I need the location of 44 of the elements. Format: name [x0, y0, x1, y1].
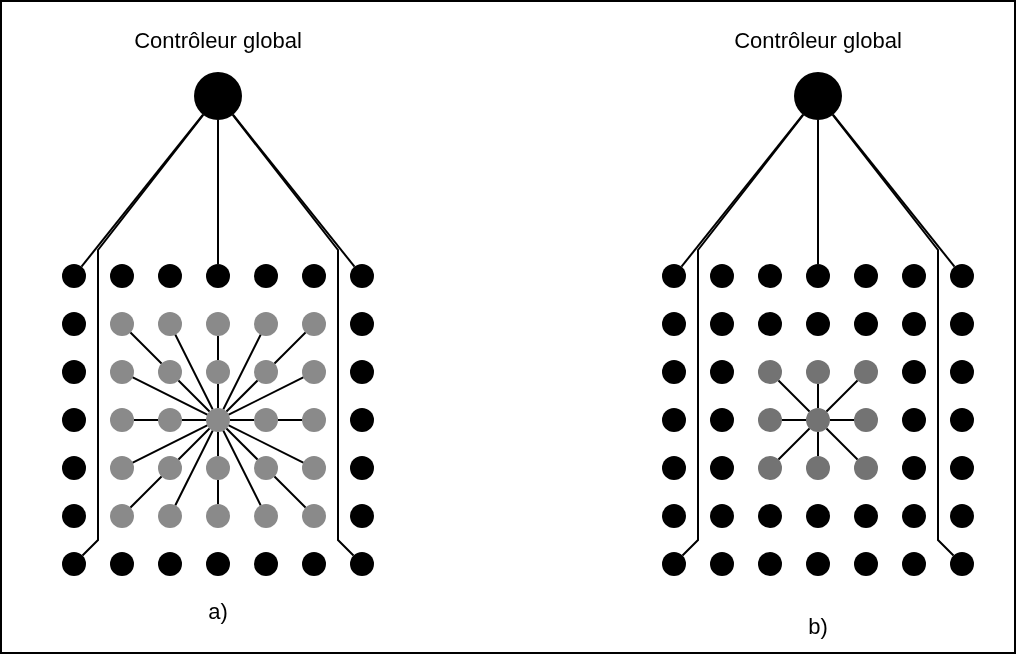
node-label: Contrôleur global — [734, 27, 902, 55]
connector-line — [227, 376, 305, 416]
connector-line — [229, 419, 255, 421]
connector-line — [174, 333, 214, 411]
connector-line — [273, 475, 307, 509]
connector-line — [277, 419, 303, 421]
connector-line — [825, 379, 859, 413]
connector-line — [777, 427, 811, 461]
connector-line — [829, 419, 855, 421]
connector-line — [832, 113, 956, 268]
panel-label: a) — [208, 598, 228, 626]
connector-line — [781, 419, 807, 421]
connector-line — [225, 379, 259, 413]
connector-line — [133, 419, 159, 421]
connector-line — [217, 431, 219, 457]
connector-line — [273, 331, 307, 365]
connector-line — [131, 376, 209, 416]
connector-line — [174, 429, 214, 507]
connector-line — [80, 113, 204, 268]
connector-line — [217, 335, 219, 361]
connector-line — [129, 331, 163, 365]
connector-line — [222, 333, 262, 411]
connector-line — [181, 419, 207, 421]
connector-line — [232, 113, 356, 268]
connector-line — [217, 479, 219, 505]
connector-line — [222, 429, 262, 507]
connector-line — [129, 475, 163, 509]
connector-line — [777, 379, 811, 413]
connector-line — [131, 424, 209, 464]
connector-line — [817, 431, 819, 457]
connector-line — [225, 427, 259, 461]
connector-line — [817, 119, 819, 265]
connector-line — [817, 383, 819, 409]
panel-label: b) — [808, 613, 828, 641]
connector-line — [217, 383, 219, 409]
connector-line — [217, 119, 219, 265]
connector-line — [177, 427, 211, 461]
connector-line — [227, 424, 305, 464]
connector-line — [825, 427, 859, 461]
connector-line — [177, 379, 211, 413]
connector-line — [81, 113, 205, 557]
connector-line — [681, 113, 805, 557]
connector-line — [680, 113, 804, 268]
node-label: Contrôleur global — [134, 27, 302, 55]
